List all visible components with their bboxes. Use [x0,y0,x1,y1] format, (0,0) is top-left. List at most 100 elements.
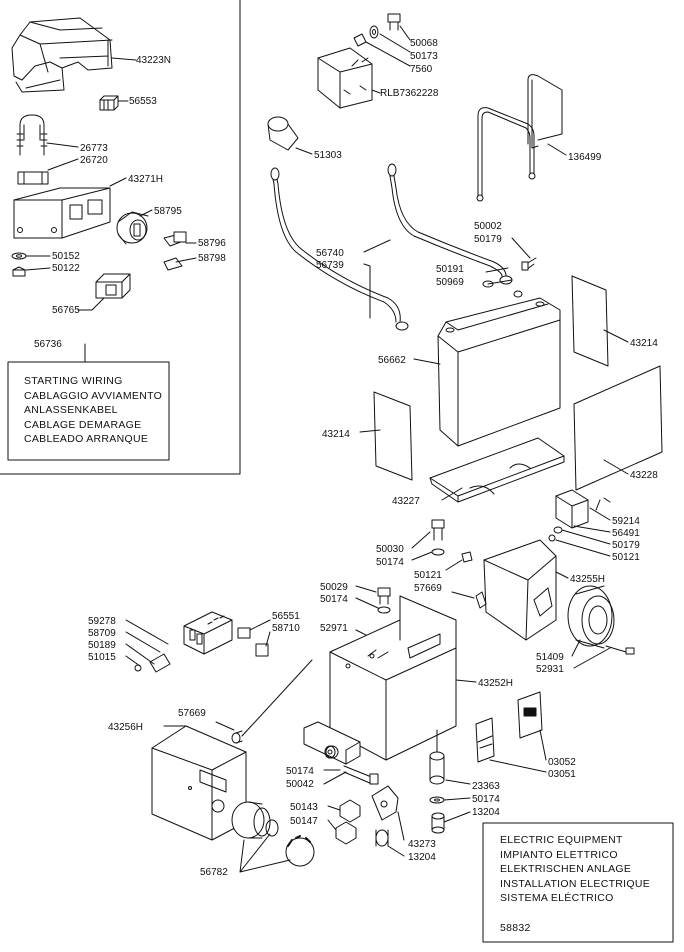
label-56740: 56740 [316,248,344,259]
label-58709: 58709 [88,628,116,639]
electric-equipment-line-es: SISTEMA ELÉCTRICO [500,892,614,904]
label-57669-upper: 57669 [414,583,442,594]
label-43227: 43227 [392,496,420,507]
battery-56662 [437,297,561,447]
leaders-keys [175,242,197,263]
label-59278: 59278 [88,616,116,627]
washer-50174-lower [429,796,471,804]
leaders-26773-26720 [46,142,79,171]
fuse-holder-59278 [183,611,233,655]
label-43228: 43228 [630,470,658,481]
inset-frame [0,0,241,475]
bolt-50029 [377,587,391,614]
starter-cover [11,17,113,93]
label-56739: 56739 [316,260,344,271]
label-50174-a: 50174 [376,557,404,568]
bolt-50042 [343,765,379,785]
label-50173: 50173 [410,51,438,62]
u-bolt [16,114,48,156]
tray-43227 [429,437,565,503]
bushing-13204 [431,811,471,834]
screw-52931 [605,645,635,655]
leaders-50152-50122 [25,255,51,271]
leader-43223N [111,57,137,61]
label-50147: 50147 [290,816,318,827]
starting-wiring-box [7,361,170,461]
nut-50121 [445,551,473,571]
leader-58795 [139,209,153,217]
label-50121-mid: 50121 [414,570,442,581]
fuse-holder-fasteners [125,619,171,673]
clamp-26720 [17,171,49,185]
label-56736: 56736 [34,339,62,350]
electric-equipment-text: ELECTRIC EQUIPMENT IMPIANTO ELETTRICO EL… [500,833,650,906]
axis-line [241,659,313,737]
label-50029: 50029 [320,582,348,593]
leader-56765 [77,297,105,311]
label-50969: 50969 [436,277,464,288]
label-50121-right: 50121 [612,552,640,563]
label-43214-right: 43214 [630,338,658,349]
handle-136499 [476,74,563,202]
label-58798: 58798 [198,253,226,264]
rocker-switch-56765 [95,273,131,299]
label-56553: 56553 [129,96,157,107]
solenoid-relay [317,47,373,109]
label-50042: 50042 [286,779,314,790]
battery-fasteners [482,237,537,298]
bolt-50068 [387,13,401,31]
leaders-56782 [239,833,291,873]
leader-57669-upper [451,591,475,599]
label-59214: 59214 [612,516,640,527]
starting-wiring-text: STARTING WIRING CABLAGGIO AVVIAMENTO ANL… [24,374,162,447]
socket-51409 [567,585,615,649]
label-51409: 51409 [536,652,564,663]
label-03051: 03051 [548,769,576,780]
leaders-50030 [411,531,433,561]
label-58710: 58710 [272,623,300,634]
leaders-51409 [571,639,611,669]
label-50174-b: 50174 [320,594,348,605]
leaders-43256H [163,721,235,731]
leader-43271H [109,177,127,187]
label-43255H: 43255H [570,574,605,585]
label-56782: 56782 [200,867,228,878]
electric-equipment-line-it: IMPIANTO ELETTRICO [500,848,618,861]
leaders-solenoid [365,25,411,94]
electric-equipment-code: 58832 [500,922,531,934]
label-23363: 23363 [472,781,500,792]
relay-56491 [555,489,611,529]
label-56765: 56765 [52,305,80,316]
nuts-50143-50147 [327,799,361,845]
label-56662: 56662 [378,355,406,366]
label-50191: 50191 [436,264,464,275]
leaders-cables [363,239,391,319]
terminal-boot-51303 [267,116,299,151]
relay-fasteners [548,507,611,557]
lamp-housing-56782 [231,801,315,867]
label-56491: 56491 [612,528,640,539]
label-50189: 50189 [88,640,116,651]
label-43271H: 43271H [128,174,163,185]
label-50002: 50002 [474,221,502,232]
label-136499: 136499 [568,152,602,163]
sleeve-57669 [231,730,243,744]
label-50068: 50068 [410,38,438,49]
label-58796: 58796 [198,238,226,249]
electric-equipment-line-fr: INSTALLATION ELECTRIQUE [500,877,651,890]
rear-housing-43255H [475,539,569,641]
panel-43214-right [571,275,629,367]
label-50174-d: 50174 [472,794,500,805]
keys [163,231,187,271]
label-51303: 51303 [314,150,342,161]
label-26773: 26773 [80,143,108,154]
label-43273: 43273 [408,839,436,850]
mount-bracket [13,187,111,239]
leader-43252H [455,679,477,683]
starting-wiring-line-es: CABLEADO ARRANQUE [24,433,149,445]
label-03052: 03052 [548,757,576,768]
label-57669-lower: 57669 [178,708,206,719]
label-50174-c: 50174 [286,766,314,777]
panel-43228 [573,365,663,491]
